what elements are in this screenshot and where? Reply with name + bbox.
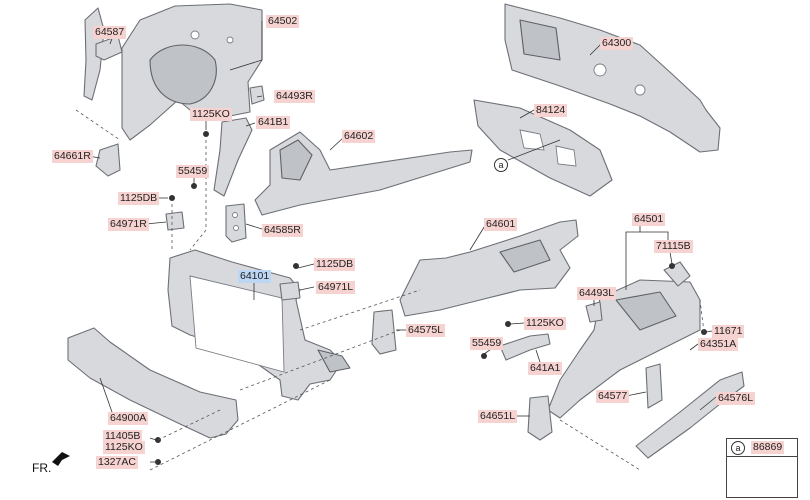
part-bumper-beam-64900A [67, 327, 239, 439]
label-64900A: 64900A [108, 412, 149, 425]
part-member-64602 [254, 131, 473, 216]
part-member-64601 [399, 219, 579, 317]
label-11405B: 11405B [103, 430, 143, 443]
label-64971R: 64971R [108, 218, 149, 231]
part-cowl-84124 [473, 99, 613, 197]
label-11671: 11671 [712, 325, 745, 338]
label-1125KO-bottom: 1125KO [103, 441, 145, 454]
legend-box: a 86869 [726, 438, 798, 498]
label-1327AC: 1327AC [96, 456, 138, 469]
part-plate-64585R [225, 203, 247, 243]
callout-a: a [494, 158, 508, 172]
part-support-641A1 [499, 333, 551, 361]
label-64576L: 64576L [716, 392, 756, 405]
part-bracket-64661R [95, 143, 121, 177]
label-55459-top: 55459 [176, 165, 210, 178]
part-plate-64575L [371, 309, 397, 355]
part-bracket-64971L [279, 281, 301, 301]
label-64651L: 64651L [478, 410, 518, 423]
label-64575L: 64575L [406, 324, 446, 337]
part-bracket-64493R [249, 85, 265, 105]
legend-header: a 86869 [727, 439, 797, 457]
part-front-apron-rh [83, 3, 263, 141]
label-64577: 64577 [596, 390, 630, 403]
leader-lines [87, 21, 717, 463]
label-1125DB-left: 1125DB [118, 192, 160, 205]
part-bracket-64493L [585, 301, 603, 323]
label-1125KO-right: 1125KO [524, 317, 566, 330]
label-641A1: 641A1 [528, 362, 563, 375]
part-bracket-64651L [527, 395, 553, 441]
label-64971L: 64971L [316, 281, 356, 294]
label-64493R: 64493R [274, 90, 315, 103]
label-64587: 64587 [93, 26, 127, 39]
label-64493L: 64493L [577, 287, 617, 300]
legend-part-number: 86869 [751, 441, 785, 454]
label-64501: 64501 [632, 213, 666, 226]
label-64351A: 64351A [698, 338, 739, 351]
label-64502: 64502 [266, 15, 300, 28]
label-1125DB-right: 1125DB [314, 258, 356, 271]
label-64602: 64602 [342, 130, 376, 143]
part-apron-64501 [547, 261, 701, 419]
label-1125KO-top: 1125KO [190, 108, 232, 121]
part-radiator-support-64101 [167, 249, 351, 401]
part-bracket-64971R [165, 211, 185, 231]
label-64601: 64601 [484, 218, 518, 231]
label-64585R: 64585R [262, 224, 303, 237]
arrow-left-down-icon [52, 452, 70, 466]
front-direction-label: FR. [32, 461, 52, 475]
label-55459-right: 55459 [470, 337, 504, 350]
label-64300: 64300 [600, 37, 634, 50]
label-84124: 84124 [534, 104, 568, 117]
label-71115B: 71115B [654, 240, 693, 253]
part-support-641B1 [213, 117, 253, 197]
label-64661R: 64661R [52, 150, 93, 163]
legend-callout-a: a [731, 441, 745, 455]
label-641B1: 641B1 [256, 116, 291, 129]
part-bracket-64577 [645, 363, 663, 409]
label-64101: 64101 [238, 270, 272, 283]
